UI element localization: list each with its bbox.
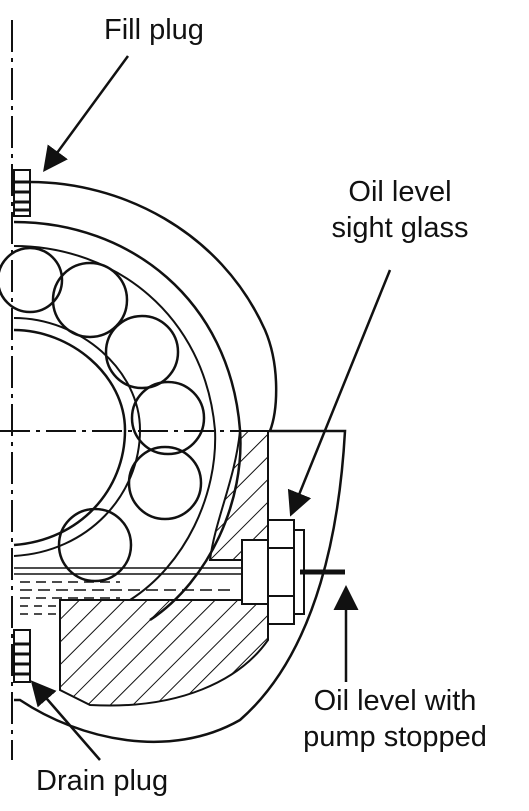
- housing-outer-contour: [14, 180, 347, 744]
- oil-level-pump-stopped-label: Oil level with pump stopped: [280, 683, 510, 755]
- oil-level-sight-glass-label-line2: sight glass: [331, 212, 469, 244]
- bearing-ball: [127, 445, 203, 521]
- sight-glass-body: [241, 539, 269, 605]
- sight-glass-arrow: [287, 269, 392, 517]
- fill-plug-threads: [14, 180, 30, 212]
- bearing-ball: [0, 246, 64, 314]
- oil-level-sight-glass-label: Oil level sight glass: [300, 174, 500, 246]
- housing-section-hatched-lower: [59, 599, 269, 707]
- bearing-ball: [51, 261, 129, 339]
- bearing-balls: [0, 246, 206, 583]
- sight-glass-nut: [267, 519, 295, 625]
- bearing-outer-race: [13, 220, 242, 622]
- bearing-ball: [130, 380, 206, 456]
- drain-plug-threads: [14, 642, 30, 676]
- bearing-ball: [57, 507, 133, 583]
- oil-level-pump-stopped-label-line2: pump stopped: [303, 721, 487, 753]
- bearing-outer-race-inner: [13, 245, 217, 601]
- drain-plug-label: Drain plug: [36, 765, 169, 797]
- oil-level-sight-glass-label-line1: Oil level: [348, 176, 452, 208]
- fill-plug-arrow: [43, 55, 130, 173]
- bearing-ball: [104, 314, 180, 390]
- drain-plug-arrow: [30, 680, 101, 761]
- oil-level-pump-stopped-label-line1: Oil level with: [313, 685, 477, 717]
- housing-section-hatched: [208, 430, 269, 561]
- fill-plug-label: Fill plug: [104, 14, 204, 46]
- bearing-inner-race: [13, 328, 127, 547]
